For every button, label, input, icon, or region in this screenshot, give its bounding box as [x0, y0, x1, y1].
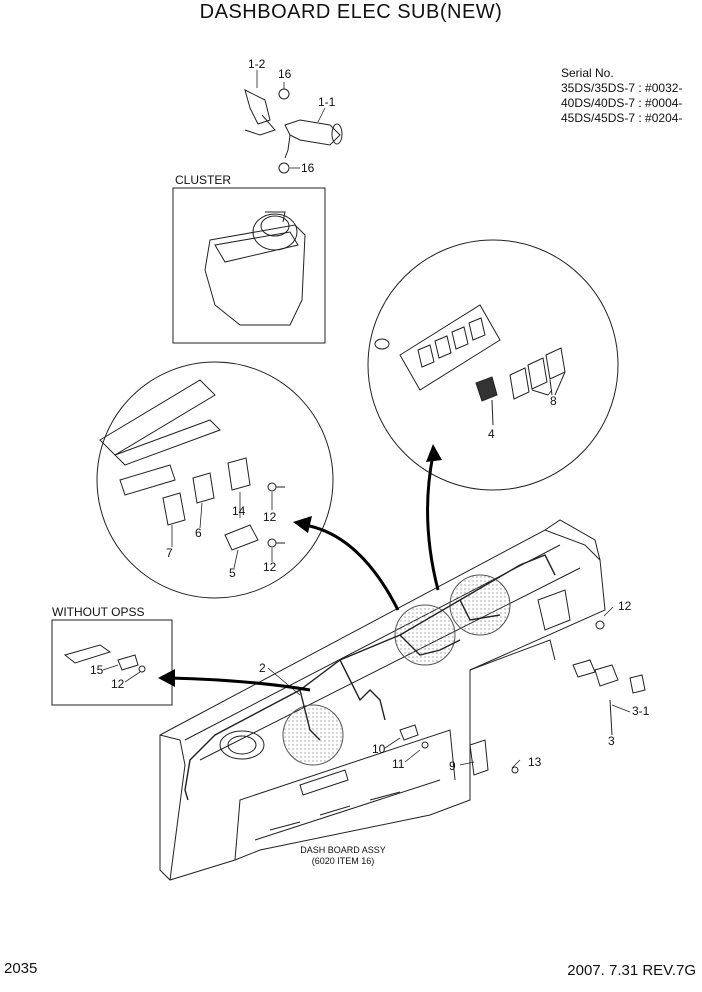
relay-components: [162, 457, 285, 551]
callout-2: 2: [259, 661, 266, 675]
leader-lines: [102, 70, 631, 769]
callout-9: 9: [449, 759, 456, 773]
bracket-parts: [399, 724, 519, 776]
callout-10: 10: [372, 742, 386, 756]
wire-harness: [184, 554, 556, 801]
cluster-gauge: [204, 211, 306, 326]
callout-5: 5: [229, 566, 236, 580]
callout-11: 11: [392, 757, 405, 771]
cluster-label: CLUSTER: [175, 173, 231, 187]
callout-3-1: 3-1: [632, 704, 650, 718]
serial-line-2: 40DS/40DS-7 : #0004-: [561, 96, 683, 110]
dashboard-body: [159, 519, 606, 881]
callout-14: 14: [232, 504, 246, 518]
revision-label: 2007. 7.31 REV.7G: [567, 962, 696, 979]
callout-12-c: 12: [618, 599, 632, 613]
cluster-box: [172, 187, 326, 344]
callout-arrows: [169, 454, 440, 692]
serial-heading: Serial No.: [561, 66, 614, 80]
callout-1-2: 1-2: [248, 57, 266, 71]
key-switch: [537, 589, 646, 736]
relay-bracket: [99, 379, 221, 496]
callout-12-a: 12: [263, 510, 277, 524]
switch-panel: [374, 304, 566, 426]
callout-7: 7: [166, 546, 173, 560]
page-title: DASHBOARD ELEC SUB(NEW): [199, 1, 503, 23]
dash-board-assy-label: DASH BOARD ASSY: [300, 845, 386, 855]
serial-line-1: 35DS/35DS-7 : #0032-: [561, 81, 683, 95]
callout-12-d: 12: [111, 677, 125, 691]
page-number: 2035: [4, 960, 38, 977]
callout-16-lower: 16: [301, 161, 315, 175]
without-opss-label: WITHOUT OPSS: [52, 605, 144, 619]
callout-12-b: 12: [263, 560, 277, 574]
callout-15: 15: [90, 663, 104, 677]
serial-number-block: Serial No. 35DS/35DS-7 : #0032- 40DS/40D…: [561, 66, 682, 126]
relay-detail-circle: [96, 361, 334, 599]
switch-panel-detail-circle: [367, 239, 619, 491]
callout-3: 3: [608, 734, 615, 748]
dash-board-item-label: (6020 ITEM 16): [312, 856, 375, 866]
without-opss-box: [51, 619, 173, 706]
callout-13: 13: [528, 755, 542, 769]
serial-line-3: 45DS/45DS-7 : #0204-: [561, 111, 683, 125]
callout-1-1: 1-1: [318, 95, 336, 109]
callout-16-top: 16: [278, 67, 292, 81]
callout-4: 4: [488, 427, 495, 441]
callout-6: 6: [195, 526, 202, 540]
callout-8: 8: [550, 394, 557, 408]
opss-bracket: [63, 644, 146, 673]
